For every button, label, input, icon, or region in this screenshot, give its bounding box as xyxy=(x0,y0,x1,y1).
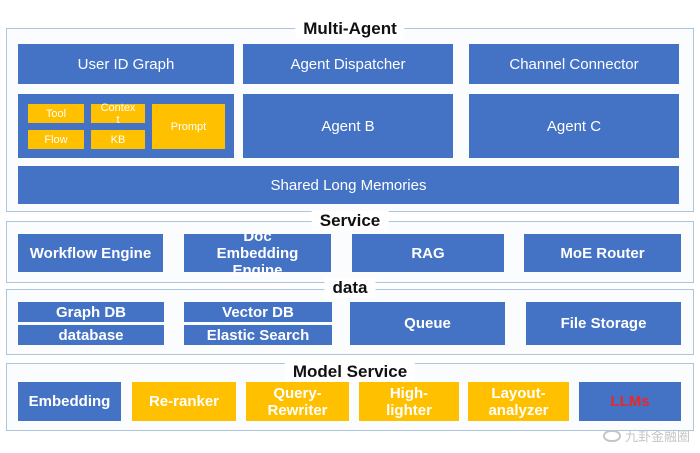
agent-b-box: Agent B xyxy=(243,94,453,158)
service-item-doc-embedding-engine: Doc Embedding Engine xyxy=(184,228,331,279)
agent-dispatcher-box: Agent Dispatcher xyxy=(243,44,453,84)
elastic-search-box: Elastic Search xyxy=(184,325,332,345)
context-box: Contex t xyxy=(91,102,145,126)
graph-db-box: Graph DB xyxy=(18,302,164,322)
layout-analyzer-box: Layout-analyzer xyxy=(468,382,569,421)
flow-box: Flow xyxy=(28,130,84,149)
reranker-box: Re-ranker xyxy=(132,382,236,421)
model-service-title: Model Service xyxy=(284,362,416,382)
channel-connector-box: Channel Connector xyxy=(469,44,679,84)
embedding-box: Embedding xyxy=(18,382,121,421)
queue-box: Queue xyxy=(350,302,505,345)
service-item-workflow-engine: Workflow Engine xyxy=(18,234,163,272)
service-item-moe-router: MoE Router xyxy=(524,234,681,272)
prompt-box: Prompt xyxy=(152,104,225,149)
data-title: data xyxy=(324,278,376,298)
service-item-rag: RAG xyxy=(352,234,504,272)
weibo-logo-icon xyxy=(602,429,621,442)
vector-db-box: Vector DB xyxy=(184,302,332,322)
service-title: Service xyxy=(311,211,389,231)
kb-box: KB xyxy=(91,130,145,149)
shared-long-memories-box: Shared Long Memories xyxy=(18,166,679,204)
query-rewriter-box: Query-Rewriter xyxy=(246,382,349,421)
watermark: 九卦金融圈 xyxy=(602,426,690,445)
agent-c-box: Agent C xyxy=(469,94,679,158)
multi-agent-title: Multi-Agent xyxy=(295,19,405,39)
user-id-graph-box: User ID Graph xyxy=(18,44,234,84)
highlighter-box: High-lighter xyxy=(359,382,459,421)
watermark-text: 九卦金融圈 xyxy=(624,429,690,444)
llms-box: LLMs xyxy=(579,382,681,421)
tool-box: Tool xyxy=(28,104,84,123)
file-storage-box: File Storage xyxy=(526,302,681,345)
database-box: database xyxy=(18,325,164,345)
